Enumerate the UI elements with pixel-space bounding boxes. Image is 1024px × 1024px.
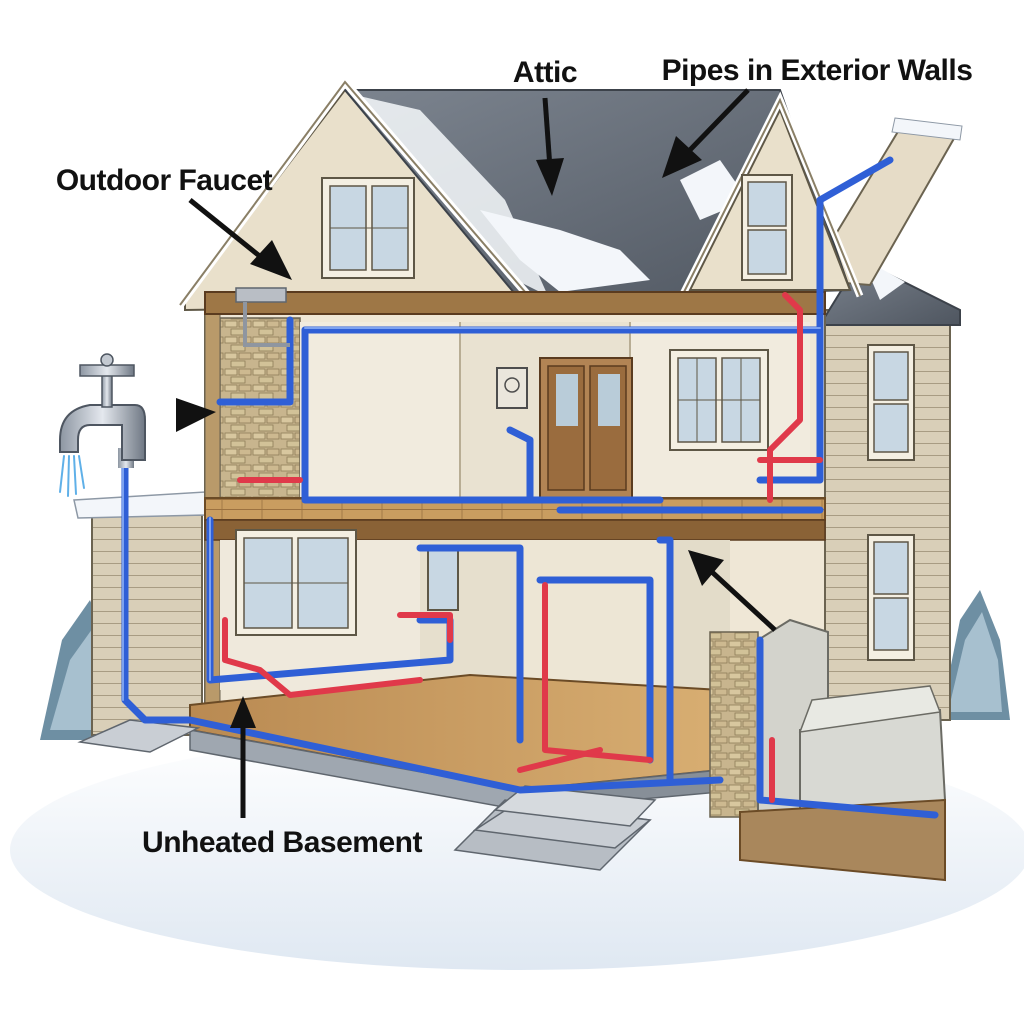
shrub-right: [940, 590, 1010, 720]
upper-floor-window: [669, 349, 769, 451]
hot-water-pipes: [222, 292, 823, 803]
label-exterior-walls: Pipes in Exterior Walls: [662, 54, 973, 87]
eave-beam: [204, 291, 826, 315]
cold-water-pipes: [121, 156, 939, 819]
label-unheated-basement: Unheated Basement: [142, 826, 422, 859]
right-window-lower: [867, 534, 915, 661]
faucet-supply-bracket: [235, 287, 290, 347]
water-spray-icon: [59, 455, 85, 497]
lower-small-window: [427, 547, 459, 611]
attic-window-left: [321, 177, 415, 279]
left-steps: [77, 719, 201, 753]
pointer-arrow-icon: [176, 88, 777, 818]
wall-meter-box: [496, 367, 528, 409]
label-outdoor-faucet: Outdoor Faucet: [56, 164, 273, 197]
label-attic: Attic: [513, 56, 577, 89]
lower-floor-window: [235, 529, 357, 636]
foundation-cutaway: [709, 618, 947, 882]
right-window-upper: [867, 344, 915, 461]
attic-window-right: [741, 174, 793, 281]
left-annex: [73, 491, 206, 736]
front-steps: [453, 785, 657, 871]
cold-water-pipes-highlight: [122, 327, 821, 701]
interior-door: [539, 357, 633, 499]
faucet-icon: [59, 353, 146, 468]
